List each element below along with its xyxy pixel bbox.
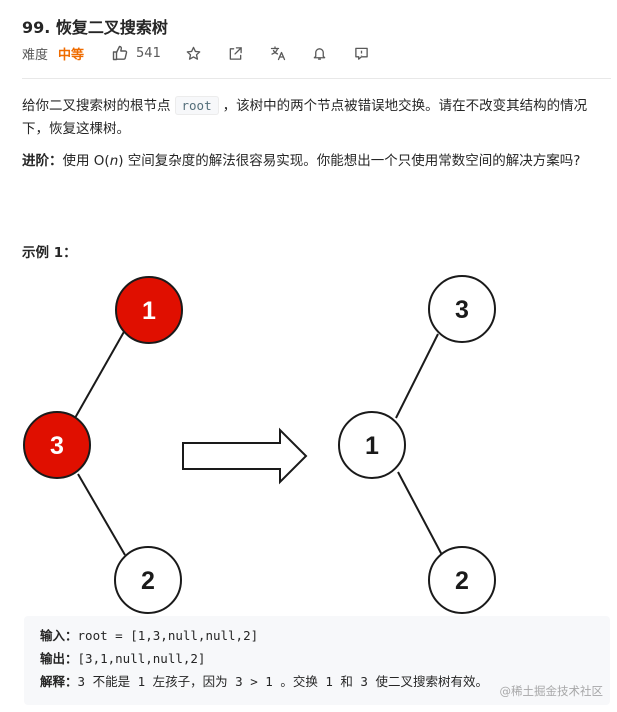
difficulty-badge: 中等 [58,47,85,63]
description-text-cont: ，该树中的两个节点被错误地交换。请在不改变其结构的情况下，恢复这棵树。 [22,98,588,137]
advanced-text-a: 使用 O( [62,153,110,169]
arrow-icon [182,427,308,485]
edge-before-root-left [74,329,126,419]
star-icon [187,46,201,60]
explain-label: 解释： [40,674,78,689]
output-label: 输出： [40,651,78,666]
input-label: 输入： [40,628,78,643]
favorite-button[interactable] [185,44,203,62]
translate-icon [270,46,286,61]
svg-text:3: 3 [455,296,469,324]
translate-button[interactable] [269,44,287,62]
advanced-text-b: ) 空间复杂度的解法很容易实现。你能想出一个只使用常数空间的解决方案吗? [118,153,581,169]
bell-icon [314,47,326,60]
before-node-root: 1 [115,276,183,344]
example-input-row: 输入：root = [1,3,null,null,2] [40,624,594,647]
notification-button[interactable] [311,44,329,62]
after-node-left: 1 [338,411,406,479]
description-text: 给你二叉搜索树的根节点 [22,98,171,114]
edge-after-left-right [397,471,443,556]
before-node-left: 3 [23,411,91,479]
example-output-row: 输出：[3,1,null,null,2] [40,647,594,670]
explain-value: 3 不能是 1 左孩子，因为 3 > 1 。交换 1 和 3 使二叉搜索树有效。 [77,674,488,689]
like-button[interactable]: 541 [112,45,161,61]
svg-text:2: 2 [141,567,155,595]
before-node-left-right: 2 [114,546,182,614]
example-tree-diagram: 1 3 2 3 1 2 [23,275,496,614]
difficulty-label: 难度 [22,47,49,63]
example-explain-row: 解释：3 不能是 1 左孩子，因为 3 > 1 。交换 1 和 3 使二叉搜索树… [40,670,594,693]
share-icon [230,46,243,60]
edge-after-root-left [395,333,439,419]
feedback-icon [355,47,369,60]
example-heading: 示例 1： [22,245,77,261]
edge-before-left-right [77,473,126,556]
inline-code-root: root [174,96,219,115]
advanced-note: 进阶：使用 O(n) 空间复杂度的解法很容易实现。你能想出一个只使用常数空间的解… [22,150,610,173]
thumbs-up-icon [112,45,128,61]
header-divider [22,78,611,79]
input-value: root = [1,3,null,null,2] [77,628,259,643]
problem-title: 99. 恢复二叉搜索树 [22,18,168,37]
svg-text:3: 3 [50,432,64,460]
advanced-text-n: n [109,153,119,169]
problem-meta-bar: 难度 中等 541 [22,43,371,63]
after-node-left-right: 2 [428,546,496,614]
example-code-block: 输入：root = [1,3,null,null,2] 输出：[3,1,null… [24,616,610,705]
feedback-button[interactable] [353,44,371,62]
watermark: @稀土掘金技术社区 [499,684,604,698]
svg-text:1: 1 [142,297,156,325]
after-node-root: 3 [428,275,496,343]
svg-text:1: 1 [365,432,379,460]
like-count: 541 [136,45,161,61]
share-button[interactable] [227,44,245,62]
advanced-label: 进阶： [22,153,63,169]
output-value: [3,1,null,null,2] [77,651,206,666]
svg-text:2: 2 [455,567,469,595]
